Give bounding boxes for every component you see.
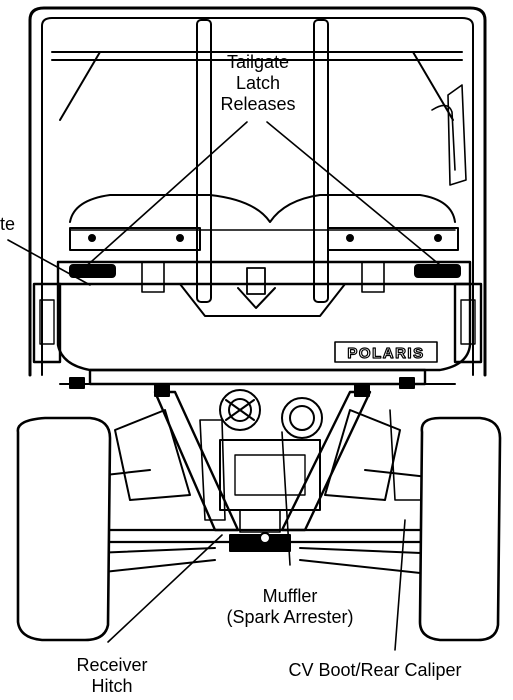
brand-logo: POLARIS	[347, 345, 424, 362]
callout-line-1: Muffler	[262, 586, 318, 606]
callout-cv-boot-rear-caliper: CV Boot/Rear Caliper	[288, 660, 462, 680]
callout-line-3: Releases	[220, 94, 296, 114]
callout-line-2: Latch	[235, 73, 281, 93]
engine-muffler	[199, 389, 441, 533]
callout-line-1: Receiver	[76, 655, 148, 675]
callout-line-2: (Spark Arrester)	[226, 607, 354, 627]
callout-tailgate-latch-releases: Tailgate Latch Releases	[200, 52, 316, 115]
cargo-rail	[69, 227, 459, 251]
rear-wheels	[16, 416, 502, 642]
seat-back	[69, 194, 456, 231]
callout-muffler: Muffler (Spark Arrester)	[180, 586, 400, 628]
callout-tailgate-partial: te	[0, 214, 16, 234]
leader-lines	[7, 121, 447, 651]
callout-line-2: Hitch	[91, 676, 133, 696]
roll-cage	[28, 6, 487, 377]
brand-badge	[334, 341, 438, 363]
callout-line-1: Tailgate	[226, 52, 290, 72]
callout-receiver-hitch: Receiver Hitch	[52, 655, 172, 697]
tail-lights	[32, 282, 483, 364]
rear-frame	[59, 368, 456, 552]
